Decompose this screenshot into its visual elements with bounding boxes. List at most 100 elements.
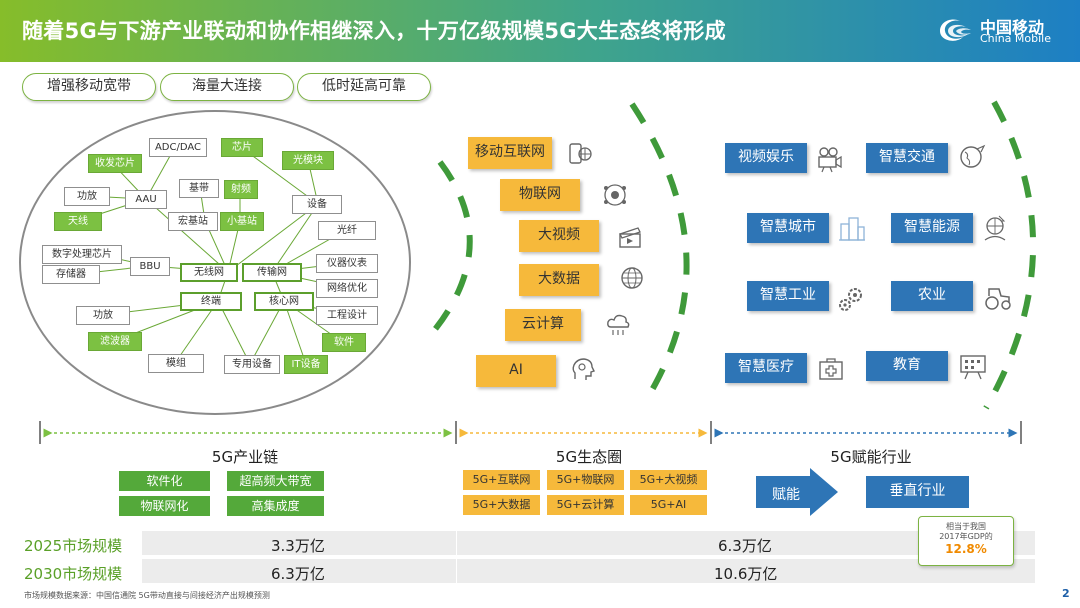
chain-node-aau: AAU	[125, 190, 167, 209]
chain-node-fiber: 光纤	[318, 221, 376, 240]
chain-node-adc-dac: ADC/DAC	[149, 138, 207, 157]
industry-box-smart-industry: 智慧工业	[747, 281, 829, 311]
chain-node-macro-station: 宏基站	[168, 212, 218, 231]
chain-tag-iot: 物联网化	[119, 496, 210, 516]
chain-node-software: 软件	[322, 333, 366, 352]
arc-outer-right	[983, 100, 1037, 410]
eco-tag-internet: 5G+互联网	[463, 470, 540, 490]
market-row-divider	[456, 531, 457, 583]
arc-inner-left	[425, 160, 473, 340]
industry-chain-ellipse	[19, 110, 411, 415]
eco-tag-cloud: 5G+云计算	[547, 495, 624, 515]
market-label-2025: 2025市场规模	[24, 537, 123, 555]
page-title: 随着5G与下游产业联动和协作相继深入，十万亿级规模5G大生态终将形成	[22, 19, 726, 43]
video-camera-icon	[818, 147, 842, 173]
eco-box-mobile-internet: 移动互联网	[468, 137, 552, 169]
ai-brain-icon	[572, 358, 595, 380]
chain-node-wireless-net: 无线网	[180, 263, 238, 282]
industry-box-smart-city: 智慧城市	[747, 213, 829, 243]
chain-node-bbu: BBU	[130, 257, 170, 276]
segment-label-chain: 5G产业链	[211, 448, 279, 466]
chain-node-transport-net: 传输网	[242, 263, 302, 282]
iot-icon	[604, 184, 626, 206]
chain-node-optical-module: 光模块	[282, 151, 334, 170]
logo-text-cn: 中国移动	[980, 18, 1045, 37]
gdp-callout-line2: 2017年GDP的	[939, 532, 993, 541]
cloud-computing-icon	[607, 314, 630, 335]
chain-node-special-equipment: 专用设备	[224, 355, 280, 374]
eco-tag-video: 5G+大视频	[630, 470, 707, 490]
chain-node-terminal: 终端	[180, 292, 242, 311]
empower-label: 赋能	[772, 487, 800, 503]
market-label-2030: 2030市场规模	[24, 565, 123, 583]
china-mobile-logo-icon	[940, 19, 971, 41]
header-bar: 随着5G与下游产业联动和协作相继深入，十万亿级规模5G大生态终将形成 中国移动 …	[0, 0, 1080, 62]
chain-node-engineering-design: 工程设计	[316, 306, 378, 325]
feature-pill-embb: 增强移动宽带	[22, 73, 156, 101]
chain-node-dsp-chip: 数字处理芯片	[42, 245, 122, 264]
energy-globe-icon	[984, 215, 1006, 241]
eco-box-cloud: 云计算	[505, 309, 581, 341]
arc-outer-middle	[629, 102, 690, 392]
eco-box-iot: 物联网	[500, 179, 580, 211]
gdp-callout-line1: 相当于我国	[946, 522, 986, 531]
market-2030-chain-value: 6.3万亿	[271, 565, 325, 583]
empower-arrow-shape	[756, 468, 838, 516]
chain-node-transceiver-chip: 收发芯片	[88, 154, 142, 173]
gears-icon	[839, 288, 862, 311]
chain-tag-high-freq: 超高频大带宽	[227, 471, 324, 491]
chain-node-antenna: 天线	[54, 212, 102, 231]
data-source-note: 市场规模数据来源：中国信通院 5G带动直接与间接经济产出规模预测	[24, 591, 270, 600]
china-mobile-logo: 中国移动 China Mobile	[936, 13, 1066, 49]
chain-tag-integration: 高集成度	[227, 496, 324, 516]
globe-transport-icon	[960, 144, 986, 168]
industry-box-education: 教育	[866, 351, 948, 381]
gdp-callout: 相当于我国 2017年GDP的 12.8%	[918, 516, 1014, 566]
chain-node-it-equipment: IT设备	[284, 355, 328, 374]
industry-box-video-entertainment: 视频娱乐	[725, 143, 807, 173]
city-buildings-icon	[839, 217, 865, 241]
chain-node-power-amp-top: 功放	[64, 187, 110, 206]
market-row-2030	[142, 559, 1035, 583]
logo-text-en: China Mobile	[980, 32, 1052, 45]
film-clapper-icon	[619, 227, 641, 248]
chain-node-core-net: 核心网	[254, 292, 314, 311]
feature-pill-mmtc: 海量大连接	[160, 73, 294, 101]
chain-node-baseband: 基带	[179, 179, 219, 198]
segment-label-empower: 5G赋能行业	[830, 448, 912, 466]
chain-node-small-station: 小基站	[220, 212, 264, 231]
chain-node-storage: 存储器	[42, 265, 100, 284]
segment-label-ecosystem: 5G生态圈	[555, 448, 623, 466]
vertical-industry-box: 垂直行业	[866, 476, 969, 508]
market-2025-chain-value: 3.3万亿	[271, 537, 325, 555]
eco-box-ai: AI	[476, 355, 556, 387]
education-board-icon	[960, 355, 986, 380]
eco-box-big-video: 大视频	[519, 220, 599, 252]
market-row-2025	[142, 531, 1035, 555]
chain-node-module: 模组	[148, 354, 204, 373]
medical-kit-icon	[819, 358, 843, 380]
eco-tag-iot: 5G+物联网	[547, 470, 624, 490]
market-2030-rest-value: 10.6万亿	[714, 565, 778, 583]
gdp-callout-percent: 12.8%	[945, 542, 987, 556]
page-number: 2	[1062, 587, 1070, 600]
industry-box-smart-energy: 智慧能源	[891, 213, 973, 243]
feature-pill-urllc: 低时延高可靠	[297, 73, 431, 101]
eco-box-big-data: 大数据	[519, 264, 599, 296]
chain-tag-software: 软件化	[119, 471, 210, 491]
chain-node-network-opt: 网络优化	[316, 279, 378, 298]
chain-node-chip: 芯片	[221, 138, 263, 157]
industry-box-agriculture: 农业	[891, 281, 973, 311]
eco-tag-ai: 5G+AI	[630, 495, 707, 515]
chain-node-filter: 滤波器	[88, 332, 142, 351]
chain-node-instruments: 仪器仪表	[316, 254, 378, 273]
globe-data-icon	[621, 267, 643, 289]
chain-node-radio-freq: 射频	[224, 180, 258, 199]
chain-node-power-amp-bottom: 功放	[76, 306, 130, 325]
industry-box-smart-healthcare: 智慧医疗	[725, 353, 807, 383]
chain-node-equipment: 设备	[292, 195, 342, 214]
eco-tag-big-data: 5G+大数据	[463, 495, 540, 515]
